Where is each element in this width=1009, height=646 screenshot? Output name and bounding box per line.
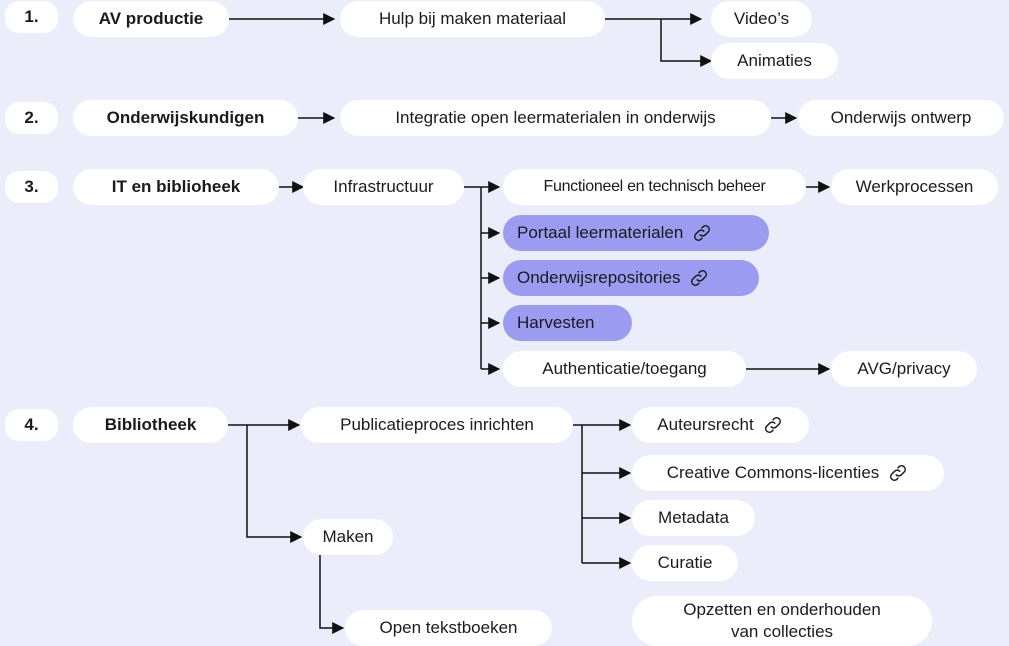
link-icon[interactable] (688, 267, 710, 289)
row-2-number: 2. (5, 102, 58, 134)
node-authenticatie-toegang: Authenticatie/toegang (503, 351, 746, 387)
node-onderwijskundigen: Onderwijskundigen (73, 100, 298, 136)
node-werkprocessen: Werkprocessen (831, 169, 998, 205)
node-av-productie: AV productie (73, 1, 229, 37)
arrow-maken-to-open-tekstboeken (319, 555, 345, 634)
link-icon[interactable] (887, 462, 909, 484)
node-hulp-bij-maken-materiaal: Hulp bij maken materiaal (340, 1, 605, 37)
row-4-number: 4. (5, 409, 58, 441)
node-auteursrecht-label: Auteursrecht (657, 415, 754, 434)
node-harvesten-label: Harvesten (517, 313, 595, 332)
node-maken: Maken (303, 519, 393, 555)
node-portaal-leermaterialen[interactable]: Portaal leermaterialen (503, 215, 769, 251)
node-curatie: Curatie (632, 545, 738, 581)
node-avg-privacy: AVG/privacy (831, 351, 977, 387)
node-integratie-open-leermaterialen: Integratie open leermaterialen in onderw… (340, 100, 771, 136)
node-onderwijs-ontwerp: Onderwijs ontwerp (798, 100, 1004, 136)
node-metadata: Metadata (632, 500, 755, 536)
node-it-en-biblioheek: IT en biblioheek (73, 169, 279, 205)
node-creative-commons-licenties-label: Creative Commons-licenties (666, 463, 880, 482)
node-portaal-leermaterialen-label: Portaal leermaterialen (517, 223, 684, 242)
row-1-number: 1. (5, 1, 58, 33)
node-harvesten[interactable]: Harvesten (503, 305, 632, 341)
node-creative-commons-licenties[interactable]: Creative Commons-licenties (632, 455, 944, 491)
node-infrastructuur: Infrastructuur (303, 169, 464, 205)
node-videos: Video’s (711, 1, 812, 37)
arrow-bibliotheek-to-maken (246, 425, 303, 543)
link-icon[interactable] (762, 414, 784, 436)
node-animaties: Animaties (711, 43, 838, 79)
node-opzetten-en-onderhouden: Opzetten en onderhouden van collecties (632, 596, 932, 646)
node-auteursrecht[interactable]: Auteursrecht (632, 407, 809, 443)
node-onderwijsrepositories[interactable]: Onderwijsrepositories (503, 260, 759, 296)
node-onderwijsrepositories-label: Onderwijsrepositories (517, 268, 681, 287)
link-icon[interactable] (691, 222, 713, 244)
row-3-number: 3. (5, 171, 58, 203)
node-publicatieproces-inrichten: Publicatieproces inrichten (301, 407, 573, 443)
arrow-hulp-to-animaties (660, 19, 713, 67)
node-functioneel-en-technisch-beheer: Functioneel en technisch beheer (503, 169, 806, 205)
node-bibliotheek: Bibliotheek (73, 407, 228, 443)
node-open-tekstboeken: Open tekstboeken (345, 610, 552, 646)
